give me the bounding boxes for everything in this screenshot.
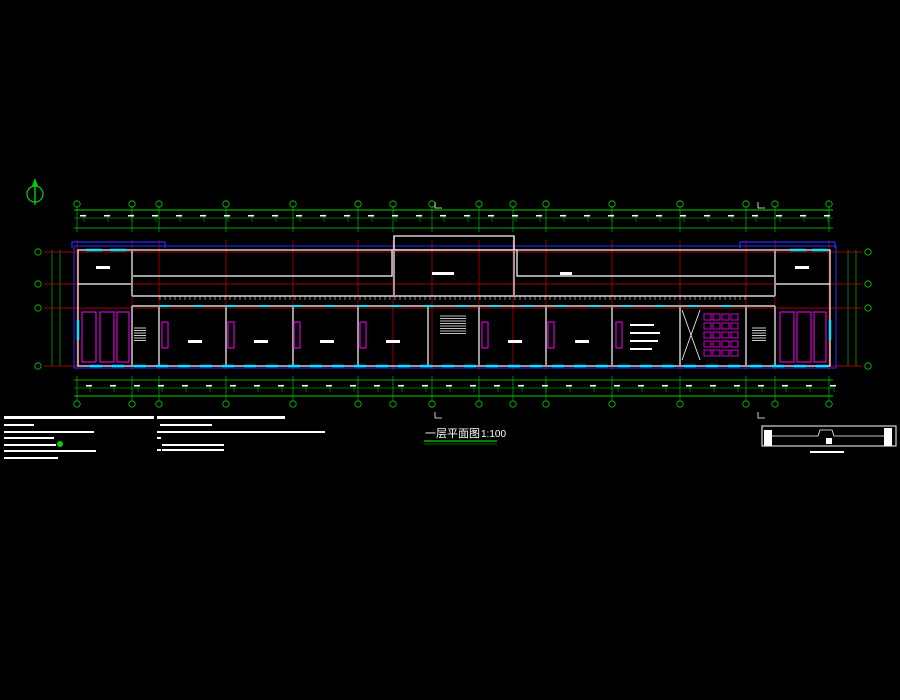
plan-title-block: 一层平面图 1:100 bbox=[424, 427, 506, 445]
partition-walls bbox=[131, 250, 776, 366]
windows bbox=[76, 248, 832, 368]
section-detail bbox=[761, 425, 897, 453]
section-marker-icon bbox=[434, 202, 765, 419]
note-marker-icon bbox=[57, 441, 63, 447]
room-labels bbox=[96, 266, 809, 350]
building-outline bbox=[71, 241, 837, 369]
walls bbox=[77, 235, 831, 367]
stair-steps bbox=[134, 315, 766, 341]
plan-title: 一层平面图 bbox=[425, 427, 480, 440]
dimension-lines bbox=[51, 206, 857, 400]
north-arrow-icon bbox=[26, 178, 44, 205]
cross-brace bbox=[681, 309, 701, 361]
furniture bbox=[81, 311, 827, 363]
design-notes bbox=[4, 416, 325, 459]
plan-scale: 1:100 bbox=[481, 429, 506, 440]
grid-axis-bubbles bbox=[34, 200, 872, 408]
